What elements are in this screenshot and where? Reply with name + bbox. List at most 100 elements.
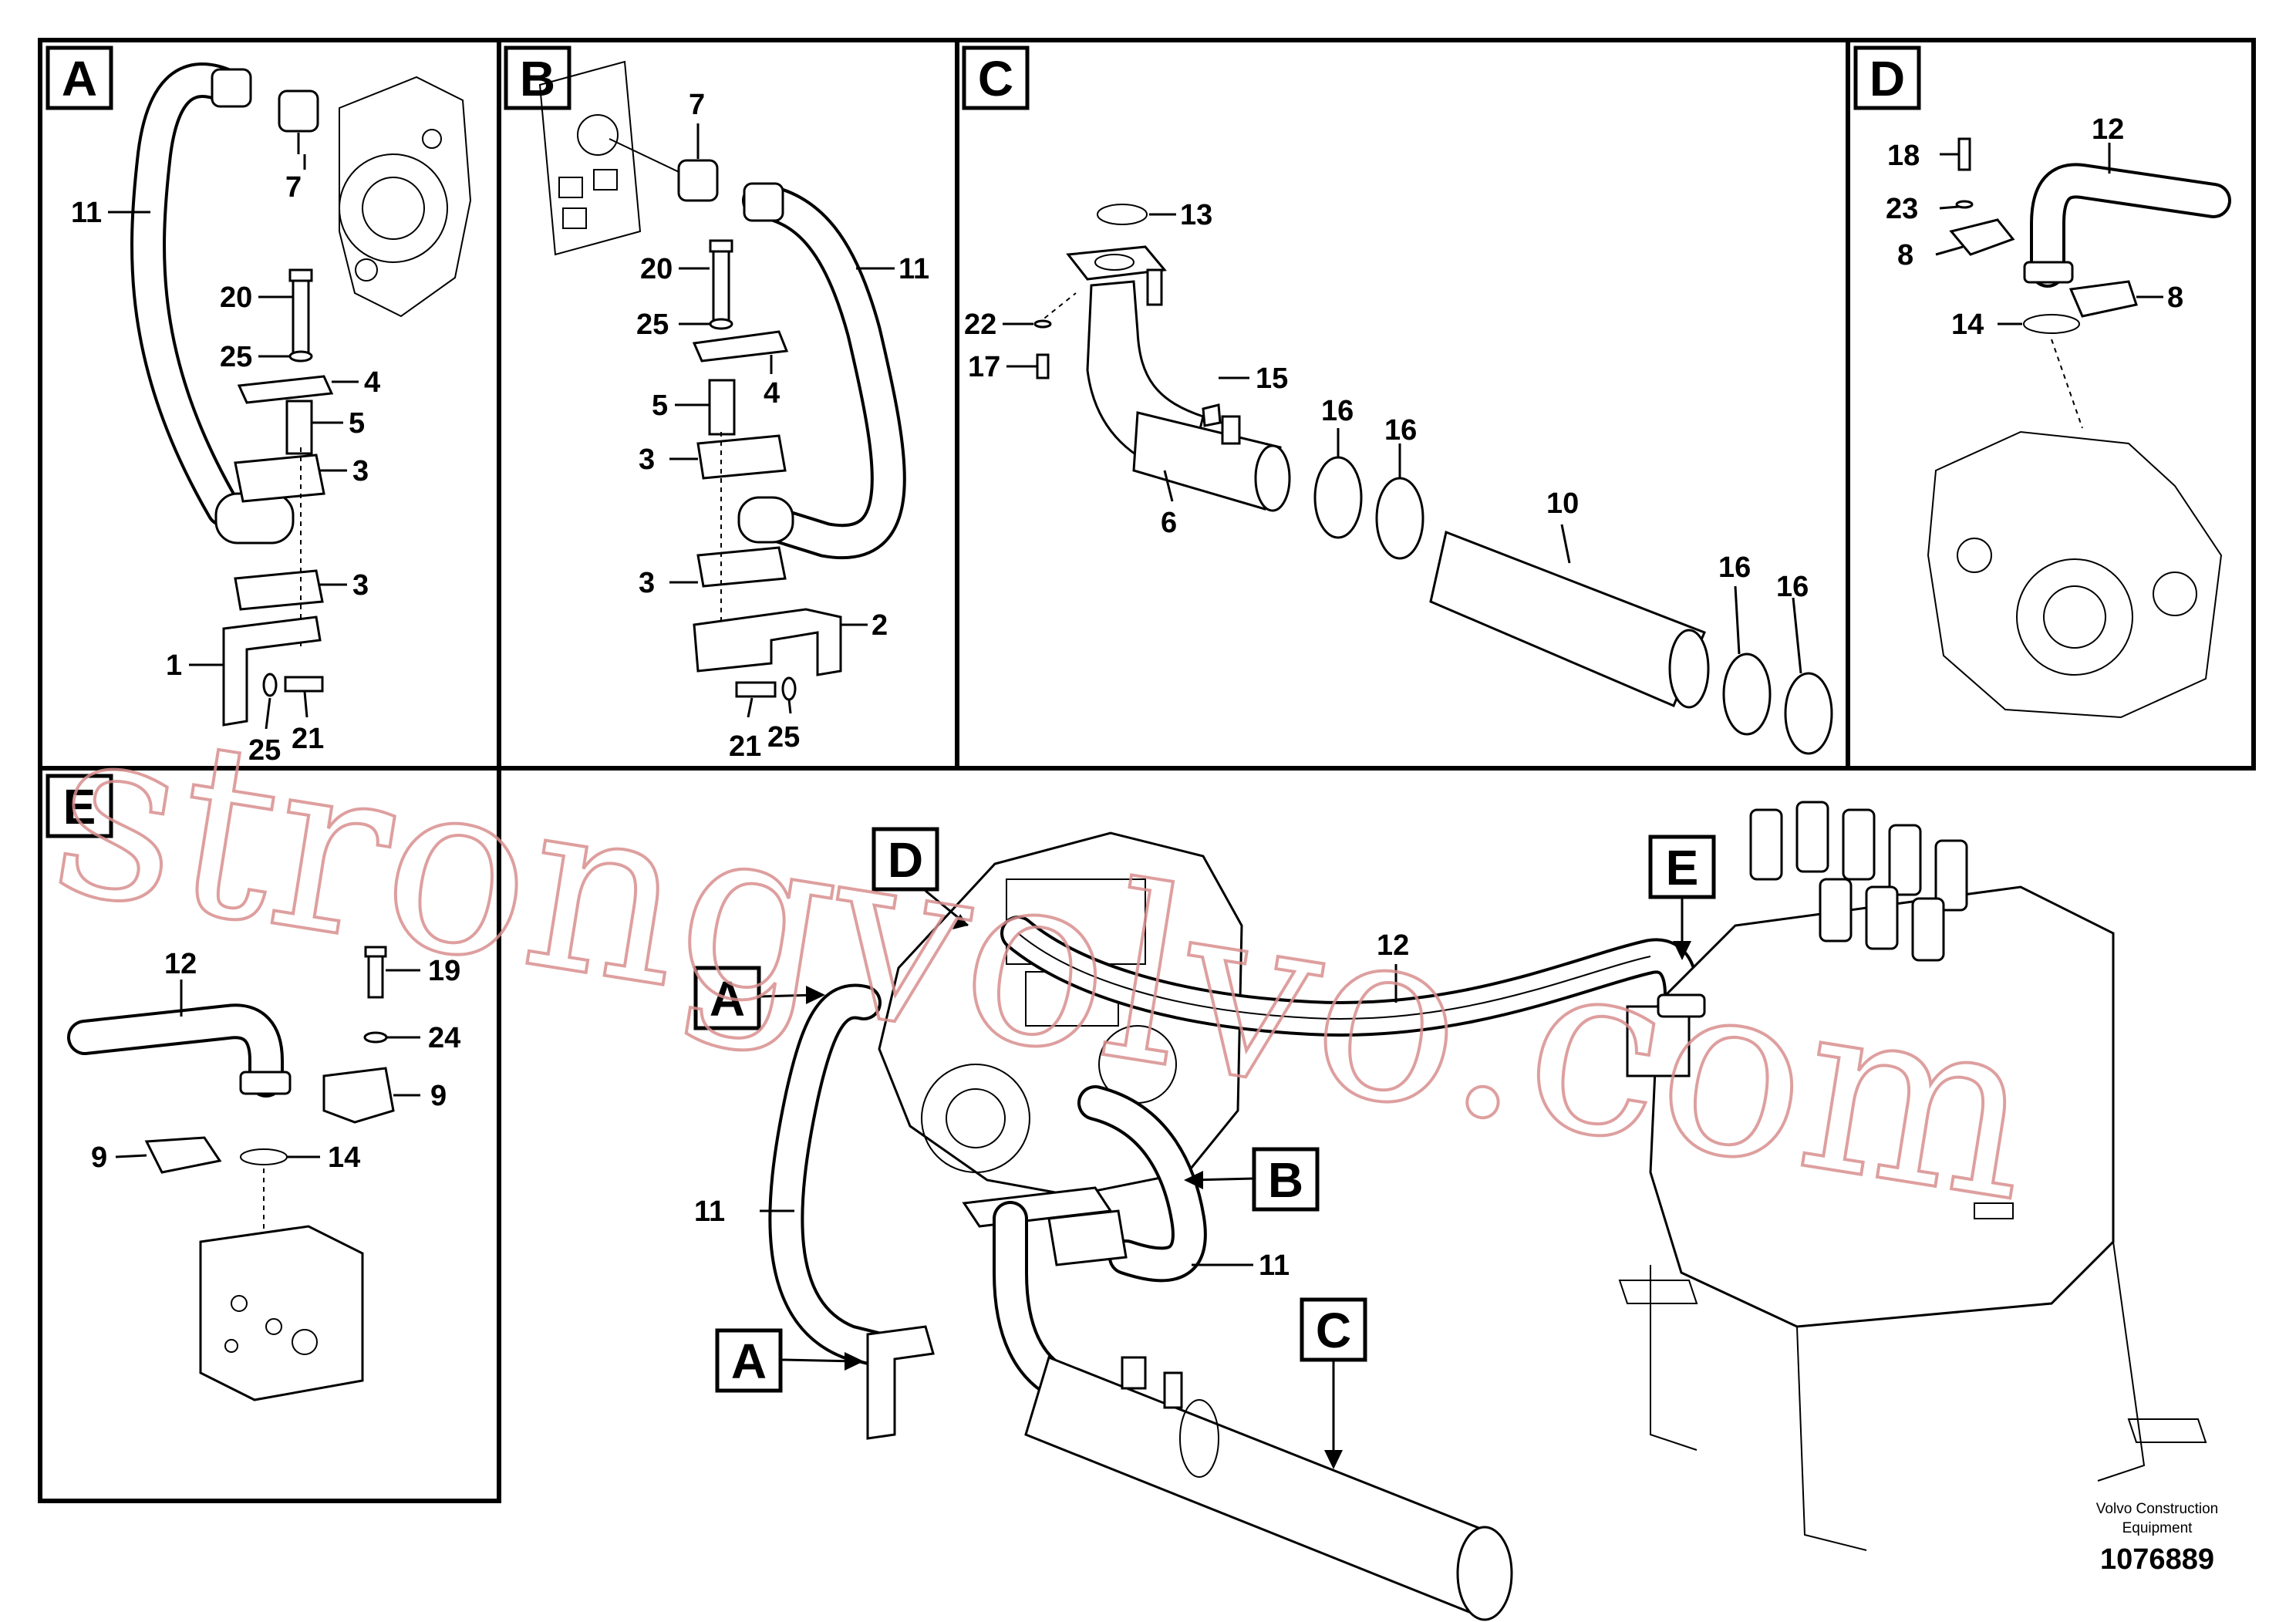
label-16: 16 (1321, 395, 1354, 427)
label-5: 5 (349, 407, 365, 440)
panel-d-drawing (1927, 137, 2231, 719)
svg-text:B: B (1268, 1152, 1303, 1208)
svg-text:A: A (731, 1334, 767, 1389)
svg-text:D: D (888, 832, 923, 888)
label-3: 3 (352, 569, 369, 602)
sensor-15-fitting (1202, 403, 1222, 427)
panel-a-drawing (108, 62, 472, 730)
valve-block-outline (538, 60, 642, 256)
bracket-1 (222, 615, 322, 727)
elbow-fitting (211, 68, 252, 108)
label-7: 7 (689, 89, 705, 121)
o-ring-14 (240, 1148, 288, 1165)
label-15: 15 (1256, 363, 1288, 395)
label-12: 12 (164, 948, 197, 980)
clamp-half-3-upper (696, 434, 787, 480)
manifold-block (199, 1225, 364, 1401)
label-8: 8 (1897, 239, 1913, 271)
main-pump (878, 831, 1243, 1197)
label-11: 11 (694, 1195, 725, 1228)
label-14: 14 (1951, 309, 1984, 341)
flange (1066, 245, 1167, 281)
panel-e-frame (38, 766, 501, 1503)
panel-c-frame (955, 38, 1850, 771)
clamp-16 (1722, 653, 1772, 736)
brand-line-1: Volvo Construction (2096, 1501, 2218, 1517)
panel-c-labels: 13 22 17 15 6 16 16 10 16 16 (964, 199, 1809, 603)
bolt-21 (284, 676, 324, 693)
clamp-16 (1784, 672, 1833, 755)
label-21: 21 (292, 723, 324, 755)
spacer-5 (285, 400, 313, 455)
label-9: 9 (430, 1080, 447, 1112)
callout-c: C (1300, 1297, 1367, 1469)
bolt-20 (292, 272, 310, 356)
callout-b: B (1184, 1147, 1320, 1212)
nut-7 (677, 159, 719, 202)
overview-labels: 12 11 11 (694, 929, 1409, 1282)
label-4: 4 (764, 377, 780, 410)
label-20: 20 (640, 253, 673, 285)
clamp-16 (1375, 477, 1424, 560)
label-11: 11 (1259, 1249, 1290, 1282)
label-9: 9 (91, 1141, 107, 1174)
clamp-half-9-right (322, 1067, 395, 1124)
spacer-5 (708, 379, 736, 436)
label-1: 1 (166, 649, 182, 682)
label-20: 20 (220, 282, 252, 314)
clamp-half-3-upper (234, 454, 325, 503)
label-24: 24 (428, 1022, 460, 1054)
panel-b-tag: B (504, 46, 571, 110)
label-25: 25 (220, 341, 252, 373)
clamp-half-8-left (1949, 218, 2015, 256)
panel-d-labels: 18 12 23 8 8 14 (1886, 113, 2183, 341)
panel-d-letter: D (1870, 51, 1905, 106)
pump-body-outline (339, 76, 472, 318)
washer-25 (709, 318, 733, 330)
svg-text:A: A (710, 971, 745, 1027)
label-11: 11 (71, 197, 102, 229)
panel-e-labels: 12 19 24 9 9 14 (91, 948, 460, 1174)
callout-e: E (1648, 835, 1716, 960)
nut-7 (278, 89, 319, 133)
label-25: 25 (636, 309, 669, 341)
gasket-13 (1097, 204, 1148, 225)
overview-callouts: D A E B A C (693, 827, 1716, 1469)
panel-c-tag: C (962, 46, 1030, 110)
brand-line-2: Equipment (2122, 1520, 2193, 1536)
plate-4 (692, 330, 789, 363)
label-13: 13 (1180, 199, 1212, 231)
clamp-half-9-left (144, 1136, 222, 1174)
label-11: 11 (899, 253, 929, 285)
pump-body-outline (1927, 430, 2223, 719)
bolt-20 (712, 245, 730, 325)
label-12: 12 (2092, 113, 2124, 146)
label-6: 6 (1161, 507, 1177, 539)
label-14: 14 (328, 1141, 360, 1174)
washer-22 (1033, 319, 1052, 329)
label-16: 16 (1776, 571, 1809, 603)
label-8: 8 (2167, 282, 2183, 314)
solenoids (1749, 801, 1968, 962)
overview-drawing (760, 801, 2207, 1621)
panel-b-drawing (538, 60, 906, 718)
svg-text:E: E (1666, 840, 1699, 895)
label-25: 25 (767, 721, 800, 754)
label-21: 21 (729, 730, 761, 763)
valve-frame (1650, 1241, 2146, 1551)
clamp-16 (1313, 456, 1363, 539)
panel-e-drawing (67, 946, 420, 1401)
bracket-a (866, 1325, 935, 1440)
panel-b-labels: 7 11 20 25 4 5 3 3 2 21 25 (636, 89, 929, 763)
svg-text:C: C (1316, 1303, 1351, 1358)
label-16: 16 (1384, 414, 1417, 447)
panel-a-frame (38, 38, 501, 771)
label-7: 7 (285, 171, 302, 204)
bolt-21 (735, 681, 777, 698)
adapter-block (1626, 1005, 1691, 1077)
panel-d-tag: D (1853, 46, 1921, 110)
panel-b-letter: B (520, 51, 555, 106)
callout-a-upper: A (693, 966, 825, 1030)
panel-a-letter: A (62, 51, 97, 106)
